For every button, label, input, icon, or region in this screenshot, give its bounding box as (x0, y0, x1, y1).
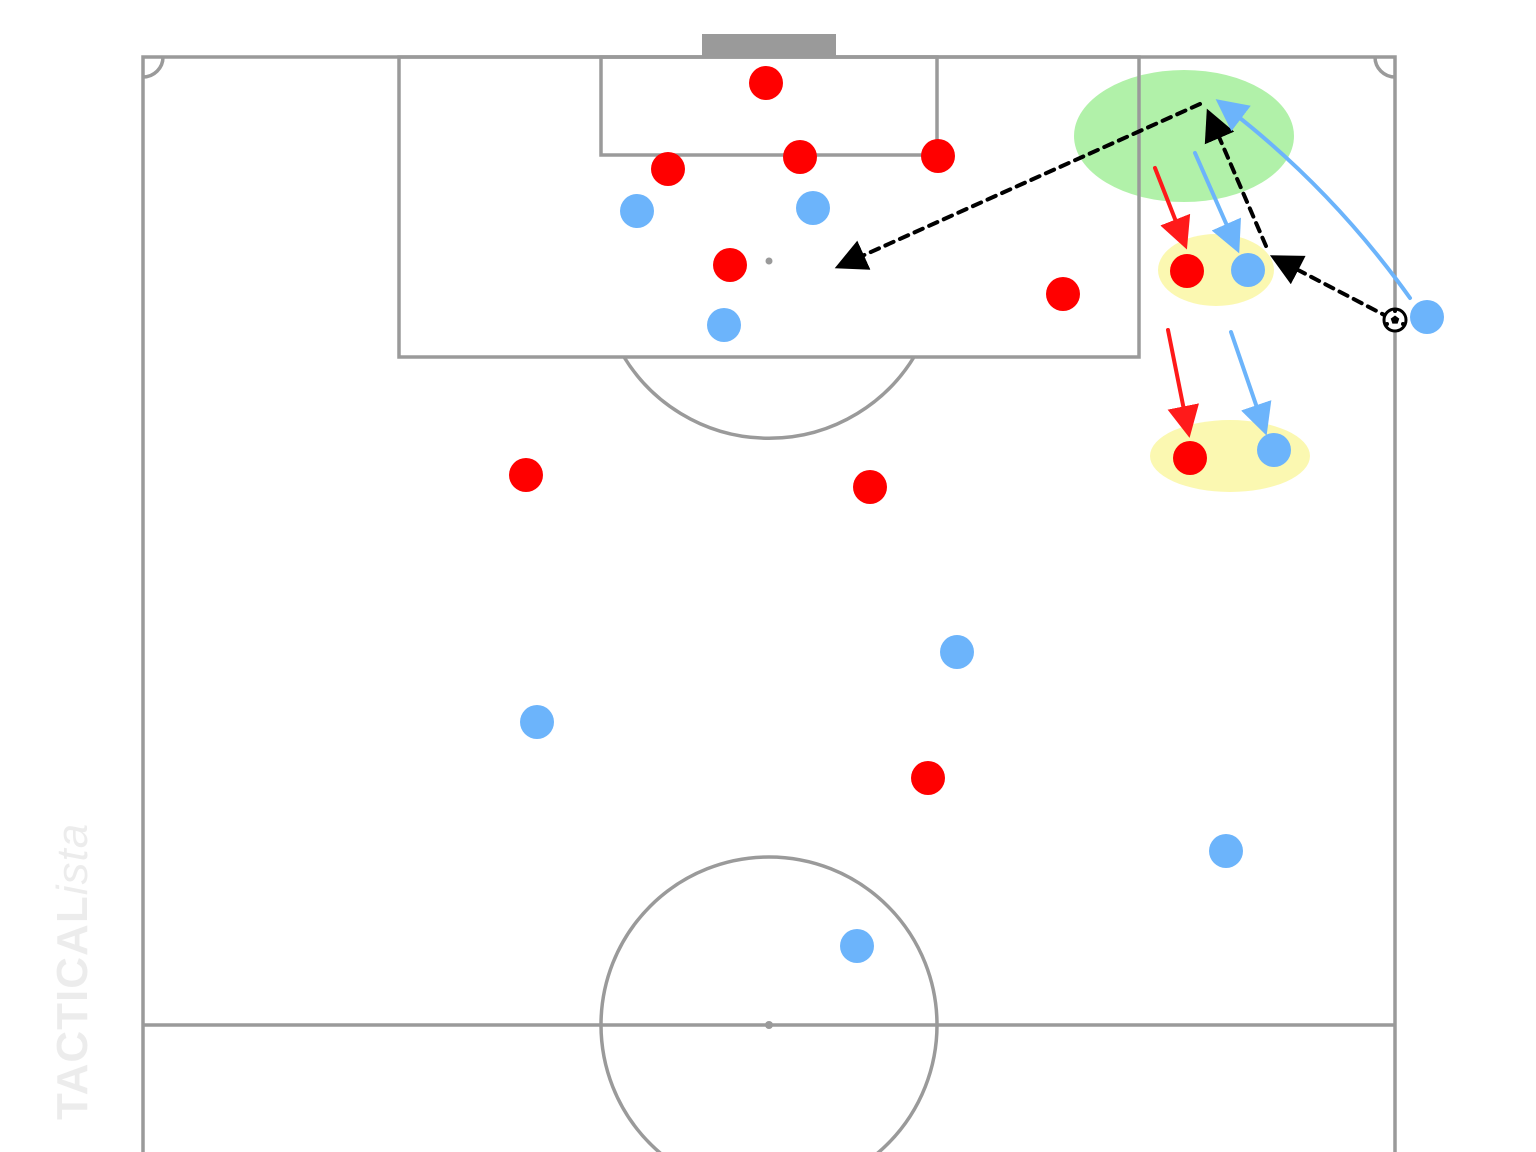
watermark-logo: TACTICALista (48, 823, 98, 1120)
blue-player (840, 929, 874, 963)
penalty-spot (765, 257, 773, 265)
watermark-bold: TACTICAL (48, 895, 97, 1120)
red-run-2 (1166, 328, 1199, 438)
pass-arrow-short (1269, 255, 1392, 320)
red-player (1173, 441, 1207, 475)
red-team (509, 66, 1207, 795)
blue-player (620, 194, 654, 228)
blue-run-curve (1215, 99, 1412, 300)
blue-team (520, 191, 1444, 963)
corner-arc-right (1373, 56, 1396, 79)
red-player (1170, 254, 1204, 288)
red-player (1046, 277, 1080, 311)
blue-player (707, 308, 741, 342)
watermark-italic: ista (48, 822, 97, 896)
corner-arc-left (142, 56, 165, 79)
blue-player (1410, 300, 1444, 334)
red-player (853, 470, 887, 504)
blue-player (1209, 834, 1243, 868)
pitch-lines (141, 34, 1397, 1152)
blue-run-1 (1193, 151, 1241, 254)
pass-arrow-cross (834, 102, 1202, 270)
pitch-boundary (141, 55, 1397, 1152)
blue-player (940, 635, 974, 669)
ball-icon (1382, 307, 1408, 333)
red-player (783, 140, 817, 174)
red-player (911, 761, 945, 795)
pass-arrow-return (1204, 108, 1268, 248)
movement-arrows (834, 99, 1412, 438)
blue-player (1231, 253, 1265, 287)
red-player (921, 139, 955, 173)
blue-player (1257, 433, 1291, 467)
centre-circle (599, 855, 939, 1152)
red-player (509, 458, 543, 492)
blue-player (796, 191, 830, 225)
penalty-area (397, 55, 1141, 359)
goal (702, 34, 836, 56)
blue-player (520, 705, 554, 739)
goal-area (599, 55, 939, 157)
red-player (713, 248, 747, 282)
red-player (651, 152, 685, 186)
red-run-1 (1153, 166, 1191, 250)
blue-run-2 (1229, 330, 1272, 436)
centre-spot (765, 1021, 773, 1029)
penalty-arc (622, 356, 916, 441)
red-player (749, 66, 783, 100)
